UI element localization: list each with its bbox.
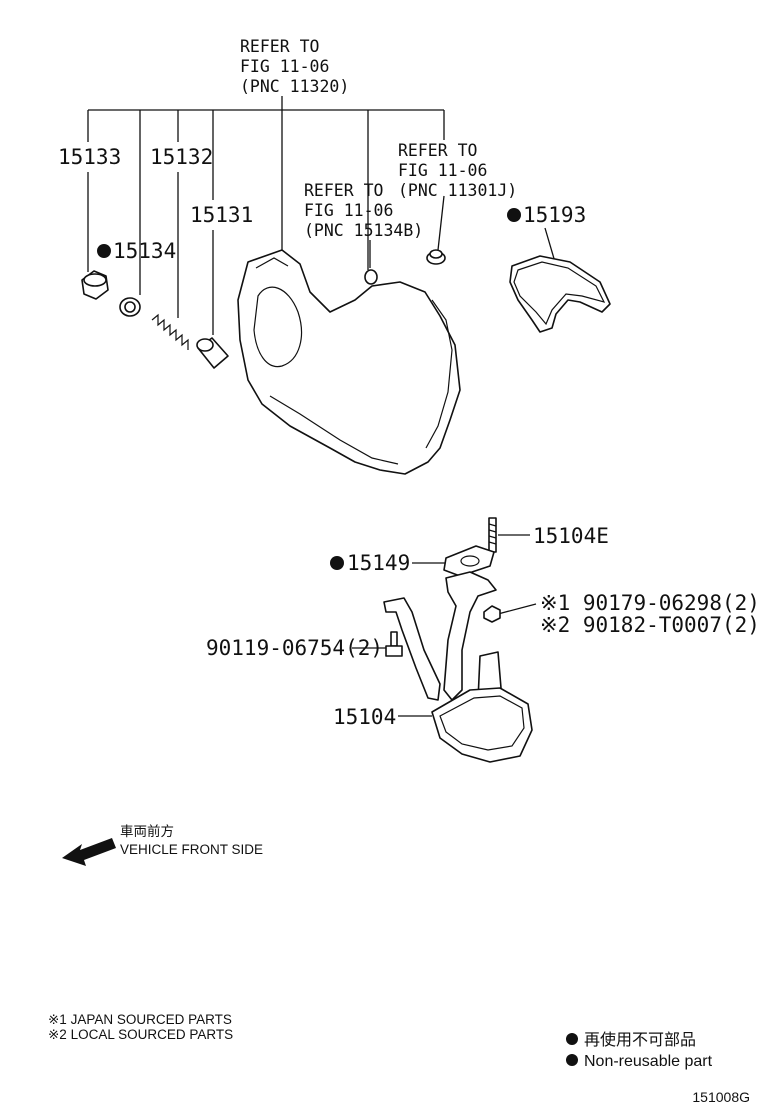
label-15193: 15193 (523, 203, 586, 227)
bolt-90119-icon (385, 631, 403, 657)
refer-label-11320: REFER TO FIG 11-06 (PNC 11320) (240, 37, 349, 96)
direction-label-jp: 車両前方 (120, 823, 174, 839)
refer-11320-line2: FIG 11-06 (240, 57, 329, 76)
valve-15131-icon (196, 337, 229, 369)
non-reusable-dot-15134 (97, 244, 111, 258)
non-reusable-dot-15193 (507, 208, 521, 222)
stud-bolt-15104e-icon (488, 517, 497, 553)
refer-11320-line1: REFER TO (240, 37, 319, 56)
refer-11301j-line1: REFER TO (398, 141, 477, 160)
nut-icon (483, 605, 501, 623)
footnote-japan-sourced: ※1 JAPAN SOURCED PARTS (48, 1012, 232, 1027)
direction-label-en: VEHICLE FRONT SIDE (120, 842, 263, 857)
label-15133: 15133 (58, 145, 121, 169)
label-15134: 15134 (113, 239, 176, 263)
legend-dot-icon-2 (566, 1054, 578, 1066)
refer-15134b-line3: (PNC 15134B) (304, 221, 423, 240)
legend-dot-icon-1 (566, 1033, 578, 1045)
footnote-local-sourced: ※2 LOCAL SOURCED PARTS (48, 1027, 233, 1042)
figure-code: 151008G (692, 1089, 750, 1105)
label-15131: 15131 (190, 203, 253, 227)
plug-11301j-icon (426, 249, 446, 265)
label-15104e: 15104E (533, 524, 609, 548)
seal-ring-15134-icon (119, 297, 141, 317)
refer-11301j-line2: FIG 11-06 (398, 161, 487, 180)
non-reusable-dot-15149 (330, 556, 344, 570)
gasket-15149-icon (443, 545, 495, 577)
legend-label-en: Non-reusable part (584, 1053, 713, 1070)
reference-bracket-lines (87, 96, 445, 335)
label-15149: 15149 (347, 551, 410, 575)
plug-15133-icon (81, 270, 109, 300)
small-seal-icon (364, 269, 378, 285)
oil-strainer-15104-icon (383, 571, 533, 763)
legend-label-jp: 再使用不可部品 (584, 1031, 696, 1049)
label-90182: ※2 90182-T0007(2) (540, 613, 760, 637)
refer-15134b-line2: FIG 11-06 (304, 201, 393, 220)
vehicle-front-arrow-icon (62, 838, 116, 866)
refer-11320-line3: (PNC 11320) (240, 77, 349, 96)
label-15132: 15132 (150, 145, 213, 169)
refer-11301j-line3: (PNC 11301J) (398, 181, 517, 200)
refer-label-11301j: REFER TO FIG 11-06 (PNC 11301J) (398, 141, 517, 200)
gasket-15193-icon (509, 255, 611, 333)
transmission-case-icon (237, 249, 461, 475)
spring-15132-icon (151, 313, 189, 350)
label-15104: 15104 (333, 705, 396, 729)
label-90179: ※1 90179-06298(2) (540, 591, 760, 615)
refer-label-15134b: REFER TO FIG 11-06 (PNC 15134B) (304, 181, 423, 240)
refer-15134b-line1: REFER TO (304, 181, 383, 200)
